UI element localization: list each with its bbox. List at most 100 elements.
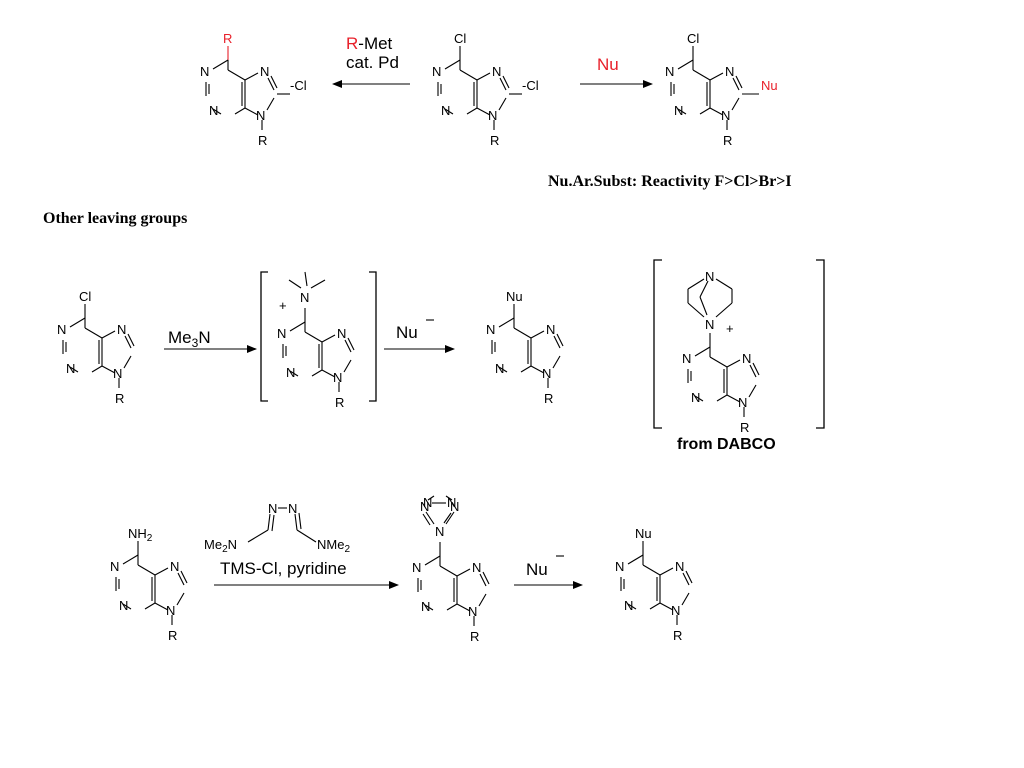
n1-label: N: [682, 351, 691, 366]
svg-text:NH2: NH2: [128, 526, 153, 544]
n9-label: N: [333, 370, 342, 385]
nme2-right-sub: 2: [344, 544, 350, 555]
nu-anion-label: Nu: [396, 323, 418, 342]
n9-label: N: [542, 366, 551, 381]
r9-label: R: [258, 133, 267, 148]
n1-label: N: [432, 64, 441, 79]
left-bracket: [260, 271, 268, 402]
pd-catalyst-label: cat. Pd: [346, 53, 399, 72]
reactivity-note: Nu.Ar.Subst: Reactivity F>Cl>Br>I: [548, 173, 792, 190]
n9-label: N: [488, 108, 497, 123]
nme2-right-label: NMe: [317, 537, 344, 552]
r9-label: R: [544, 391, 553, 406]
nu8-label: Nu: [761, 78, 778, 93]
n3-label: N: [66, 361, 75, 376]
cl6-label: Cl: [687, 31, 699, 46]
plus-charge-icon: [724, 323, 736, 335]
triazole-n4-label: N: [435, 524, 444, 539]
me2n-left-me: Me: [204, 537, 222, 552]
svg-text:NMe2: NMe2: [317, 537, 350, 555]
n7-label: N: [725, 64, 734, 79]
me3n-reagent-n: N: [198, 328, 210, 347]
r9-label: R: [335, 395, 344, 410]
n7-label: N: [742, 351, 751, 366]
n1-label: N: [615, 559, 624, 574]
dabco-caption: from DABCO: [677, 436, 776, 453]
triazole-n1-label: N: [423, 495, 432, 510]
n1-label: N: [665, 64, 674, 79]
svg-text:Me2N: Me2N: [204, 537, 237, 555]
r9-label: R: [740, 420, 749, 435]
adenine-9R: NH2 N N N N R: [110, 526, 188, 643]
r9-label: R: [470, 629, 479, 644]
n9-label: N: [468, 604, 477, 619]
n9-label: N: [166, 603, 175, 618]
dabco-left-bracket: [653, 259, 662, 429]
n1-label: N: [277, 326, 286, 341]
triazolylpurine-intermediate: N N . N N N N N R: [412, 495, 490, 644]
r9-label: R: [168, 628, 177, 643]
n3-label: N: [209, 103, 218, 118]
n7-label: N: [337, 326, 346, 341]
n3-label: N: [421, 599, 430, 614]
met-reagent-label: -Met: [358, 34, 392, 53]
cl6-label: Cl: [454, 31, 466, 46]
azine-n1-label: N: [268, 501, 277, 516]
plus-sign: +: [279, 298, 287, 313]
n7-label: N: [675, 559, 684, 574]
nu6-label: Nu: [635, 526, 652, 541]
ammonium-n-label: N: [300, 290, 309, 305]
azine-n2-label: N: [288, 501, 297, 516]
triazole-n2-label: N: [447, 495, 456, 510]
dabco-n-label: N: [705, 269, 714, 284]
dichloropurine-starting-material: Cl N N N N -Cl R: [432, 31, 539, 148]
nh2-label: NH: [128, 526, 147, 541]
trimethylammonium-purine-intermediate: N + N N N N R: [277, 271, 355, 410]
nh2-sub: 2: [147, 533, 153, 544]
svg-text:Me3N: Me3N: [168, 328, 211, 350]
chloropurine-9R: Cl N N N N R: [57, 289, 135, 406]
n7-label: N: [117, 322, 126, 337]
cl6-label: Cl: [79, 289, 91, 304]
n9-label: N: [256, 108, 265, 123]
n9-label: N: [671, 603, 680, 618]
svg-text:R-Met: R-Met: [346, 34, 393, 53]
n1-label: N: [57, 322, 66, 337]
n9-label: N: [721, 108, 730, 123]
n3-label: N: [441, 103, 450, 118]
me2n-left-sub: 2: [222, 544, 228, 555]
purine-6-nu-final-product: Nu N N N N R: [615, 526, 693, 643]
purine-8-nu-product: Cl N N N N Nu R: [665, 31, 778, 148]
dabco-right-bracket: [816, 259, 825, 429]
r9-label: R: [490, 133, 499, 148]
n7-label: N: [492, 64, 501, 79]
nu6-label: Nu: [506, 289, 523, 304]
r-substituent-label: R: [223, 31, 232, 46]
n7-label: N: [472, 560, 481, 575]
plus-charge-icon: [277, 300, 289, 312]
me3n-reagent-me: Me: [168, 328, 192, 347]
purine-6-R-product: R N N N N -Cl R: [200, 31, 307, 148]
dabco-purine-adduct: N N + N N N N R: [682, 269, 760, 435]
me2n-left-n: N: [228, 537, 237, 552]
dmf-azine-reagent: Me2N N N NMe2: [204, 501, 350, 555]
n7-label: N: [170, 559, 179, 574]
r9-label: R: [723, 133, 732, 148]
cl8-label: -Cl: [522, 78, 539, 93]
n9-label: N: [738, 395, 747, 410]
n1-label: N: [412, 560, 421, 575]
triazole-n-label: N: [450, 499, 459, 514]
me3n-reagent-sub: 3: [192, 336, 199, 350]
n1-label: N: [200, 64, 209, 79]
met-reagent-r: R: [346, 34, 358, 53]
n3-label: N: [495, 361, 504, 376]
nu-reagent-label: Nu: [597, 55, 619, 74]
right-bracket: [369, 271, 377, 402]
cl8-label: -Cl: [290, 78, 307, 93]
n3-label: N: [286, 365, 295, 380]
n3-label: N: [119, 598, 128, 613]
dabco-n-plus-label: N: [705, 317, 714, 332]
n1-label: N: [110, 559, 119, 574]
n7-label: N: [260, 64, 269, 79]
